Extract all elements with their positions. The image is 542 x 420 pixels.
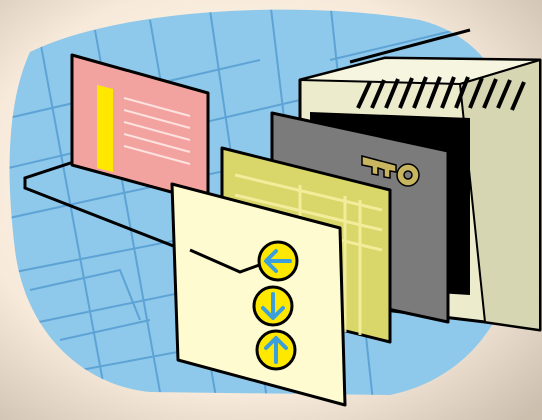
pink-panel-bar [97,85,113,172]
arrow-left-button[interactable] [259,242,297,280]
arrow-down-button[interactable] [254,287,292,325]
arrow-up-button[interactable] [257,331,295,369]
